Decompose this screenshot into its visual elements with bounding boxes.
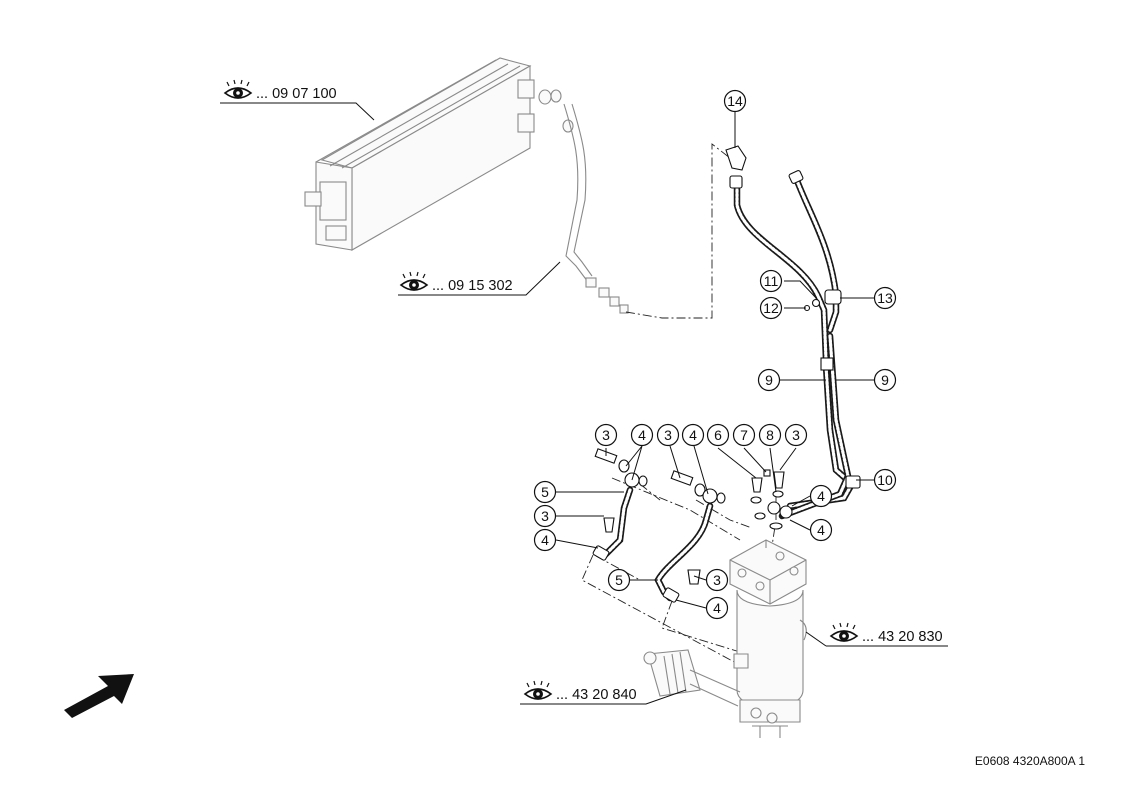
svg-text:3: 3 — [792, 427, 800, 443]
svg-text:12: 12 — [763, 300, 779, 316]
svg-text:14: 14 — [727, 93, 743, 109]
callout-4-a: 4 — [630, 423, 654, 447]
leader-lines — [220, 102, 948, 705]
svg-text:4: 4 — [689, 427, 697, 443]
callout-11: 11 — [759, 269, 783, 293]
svg-text:5: 5 — [541, 484, 549, 500]
callout-9-left: 9 — [757, 368, 781, 392]
svg-text:... 43 20 830: ... 43 20 830 — [862, 629, 943, 645]
reference-pipe: ... 09 15 302 — [399, 271, 513, 294]
reference-filter-housing: ... 43 20 830 — [829, 622, 943, 645]
svg-text:8: 8 — [766, 427, 774, 443]
callout-9-right: 9 — [873, 368, 897, 392]
callout-5-a: 5 — [533, 480, 557, 504]
svg-text:13: 13 — [877, 290, 893, 306]
callout-3-e: 3 — [705, 568, 729, 592]
fittings — [592, 145, 861, 603]
svg-text:10: 10 — [877, 472, 893, 488]
reference-cylinder: ... 43 20 840 — [523, 680, 637, 703]
callout-4-d: 4 — [809, 484, 833, 508]
callout-3-d: 3 — [533, 504, 557, 528]
svg-text:3: 3 — [602, 427, 610, 443]
callout-14: 14 — [723, 89, 747, 113]
svg-text:... 43 20 840: ... 43 20 840 — [556, 687, 637, 703]
oil-cooler — [304, 57, 574, 251]
callout-4-c: 4 — [533, 528, 557, 552]
callout-4-b: 4 — [681, 423, 705, 447]
reference-radiator: ... 09 07 100 — [223, 79, 337, 102]
svg-text:4: 4 — [638, 427, 646, 443]
svg-text:... 09 07 100: ... 09 07 100 — [256, 86, 337, 102]
svg-text:4: 4 — [713, 600, 721, 616]
svg-text:3: 3 — [541, 508, 549, 524]
svg-text:3: 3 — [713, 572, 721, 588]
svg-text:3: 3 — [664, 427, 672, 443]
callout-5-b: 5 — [607, 568, 631, 592]
callout-12: 12 — [759, 296, 783, 320]
callout-7: 7 — [732, 423, 756, 447]
callout-4-e: 4 — [809, 518, 833, 542]
eye-icon — [399, 271, 429, 291]
eye-icon — [829, 622, 859, 642]
callout-3-c: 3 — [784, 423, 808, 447]
eye-icon — [223, 79, 253, 99]
svg-text:7: 7 — [740, 427, 748, 443]
svg-text:11: 11 — [764, 273, 779, 289]
eye-icon — [523, 680, 553, 700]
callout-3-b: 3 — [656, 423, 680, 447]
callout-10: 10 — [873, 468, 897, 492]
svg-text:4: 4 — [541, 532, 549, 548]
callout-4-f: 4 — [705, 596, 729, 620]
svg-text:4: 4 — [817, 522, 825, 538]
callout-8: 8 — [758, 423, 782, 447]
callout-3-a: 3 — [594, 423, 618, 447]
arrow-icon — [64, 674, 134, 718]
callout-6: 6 — [706, 423, 730, 447]
callout-13: 13 — [873, 286, 897, 310]
svg-text:4: 4 — [817, 488, 825, 504]
svg-text:9: 9 — [881, 372, 889, 388]
actuator-cylinder — [643, 649, 749, 707]
svg-text:6: 6 — [714, 427, 722, 443]
svg-text:9: 9 — [765, 372, 773, 388]
svg-text:5: 5 — [615, 572, 623, 588]
oil-pipe — [563, 103, 629, 314]
filter-housing — [729, 539, 807, 738]
drawing-code: E0608 4320A800A 1 — [974, 754, 1085, 768]
svg-text:... 09 15 302: ... 09 15 302 — [432, 278, 513, 294]
